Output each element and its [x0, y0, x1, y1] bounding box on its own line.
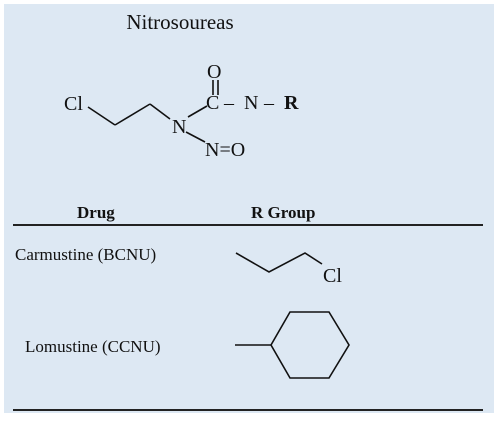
r-group-chloroethyl: Cl [235, 252, 342, 287]
drug-name-lomustine: Lomustine (CCNU) [25, 337, 161, 356]
figure-title: Nitrosoureas [126, 10, 234, 34]
nitroso-group: N=O [205, 139, 245, 161]
bond-cl-c1 [87, 106, 116, 126]
atom-n-amide: N [244, 92, 258, 114]
bond-n-no [185, 131, 206, 143]
header-r-group: R Group [251, 203, 316, 222]
atom-o-top: O [207, 61, 221, 83]
drug-name-carmustine: Carmustine (BCNU) [15, 245, 157, 264]
bond-n-c [187, 105, 208, 118]
atom-n-ring: N [172, 116, 186, 138]
atom-c: C [206, 92, 219, 114]
table-bottom-rule [13, 409, 483, 411]
table-top-rule [13, 224, 483, 226]
r-group-label: R [284, 92, 299, 114]
header-drug: Drug [77, 203, 115, 222]
r-group-cyclohexyl [235, 311, 350, 379]
bond-c1-c2 [114, 103, 151, 126]
nitrosourea-structure: Cl O C – N – R N N=O [64, 61, 299, 161]
atom-cl: Cl [64, 93, 83, 115]
r-group-cl-label: Cl [323, 265, 342, 287]
bond-dash: – [223, 92, 235, 114]
bond-dash-2: – [263, 92, 275, 114]
bond-c2-n [149, 103, 171, 120]
